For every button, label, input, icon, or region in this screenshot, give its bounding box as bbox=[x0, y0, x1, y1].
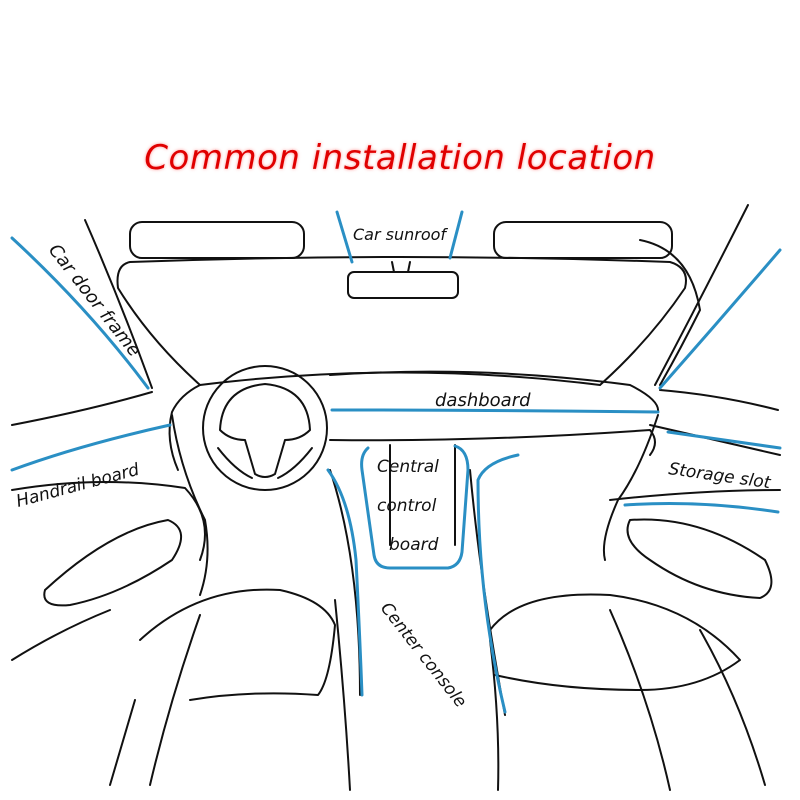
label-dashboard: dashboard bbox=[435, 390, 531, 411]
steering-spoke-right bbox=[277, 447, 313, 479]
door-frame-strip-right bbox=[658, 248, 782, 390]
steering-wheel-outer bbox=[202, 365, 328, 491]
central-board-strip bbox=[360, 444, 470, 570]
left-sun-visor bbox=[129, 221, 305, 259]
label-central-line3: board bbox=[389, 535, 439, 555]
console-right-wall bbox=[469, 469, 506, 716]
left-door-lower bbox=[11, 609, 111, 661]
rear-view-mirror bbox=[347, 271, 459, 299]
dashboard-strip bbox=[330, 408, 660, 414]
right-sun-visor bbox=[493, 221, 673, 259]
left-seat-edge bbox=[334, 599, 351, 791]
right-door-handle bbox=[626, 518, 773, 599]
light-strips bbox=[10, 210, 782, 714]
left-seat-back bbox=[109, 699, 136, 786]
left-a-pillar bbox=[84, 219, 153, 389]
right-seat-back bbox=[699, 629, 766, 786]
label-central-line1: Central bbox=[377, 457, 439, 477]
dash-left-side bbox=[171, 414, 209, 596]
handrail-strip bbox=[10, 423, 172, 472]
left-seat-side bbox=[149, 614, 201, 786]
right-seat-side bbox=[609, 609, 671, 791]
right-door-panel bbox=[609, 489, 781, 501]
console-strip-left bbox=[326, 468, 364, 697]
left-door-panel bbox=[11, 481, 206, 561]
mirror-stem bbox=[391, 261, 411, 273]
label-central-line2: control bbox=[377, 496, 437, 516]
storage-strip-bottom bbox=[623, 502, 780, 514]
diagram-title: Common installation location bbox=[144, 138, 656, 178]
left-door-handle bbox=[43, 519, 182, 607]
sunroof-strip-right bbox=[448, 210, 464, 260]
windshield-frame bbox=[116, 256, 687, 386]
interior-outline bbox=[11, 204, 781, 791]
right-a-pillar bbox=[654, 204, 749, 386]
dashboard-top bbox=[329, 370, 660, 413]
storage-strip-top bbox=[666, 430, 782, 450]
steering-wheel-inner bbox=[219, 383, 311, 478]
dash-right-side bbox=[602, 414, 659, 561]
left-door-top bbox=[11, 391, 153, 426]
label-car-door-frame: Car door frame bbox=[44, 240, 145, 361]
dashboard-left-edge bbox=[168, 384, 201, 471]
right-seat bbox=[489, 593, 741, 691]
label-car-sunroof: Car sunroof bbox=[353, 225, 448, 244]
label-center-console: Center console bbox=[376, 599, 470, 712]
right-roof-rim bbox=[639, 239, 701, 386]
label-storage-slot: Storage slot bbox=[667, 459, 773, 493]
dashboard-lower bbox=[329, 429, 656, 456]
right-seat-edge bbox=[489, 639, 500, 791]
right-door-top bbox=[659, 389, 779, 411]
steering-spoke-left bbox=[217, 447, 253, 479]
sunroof-strip-left bbox=[335, 210, 354, 264]
left-seat bbox=[139, 588, 336, 701]
door-frame-strip-left bbox=[10, 236, 150, 390]
console-strip-right bbox=[476, 453, 520, 714]
